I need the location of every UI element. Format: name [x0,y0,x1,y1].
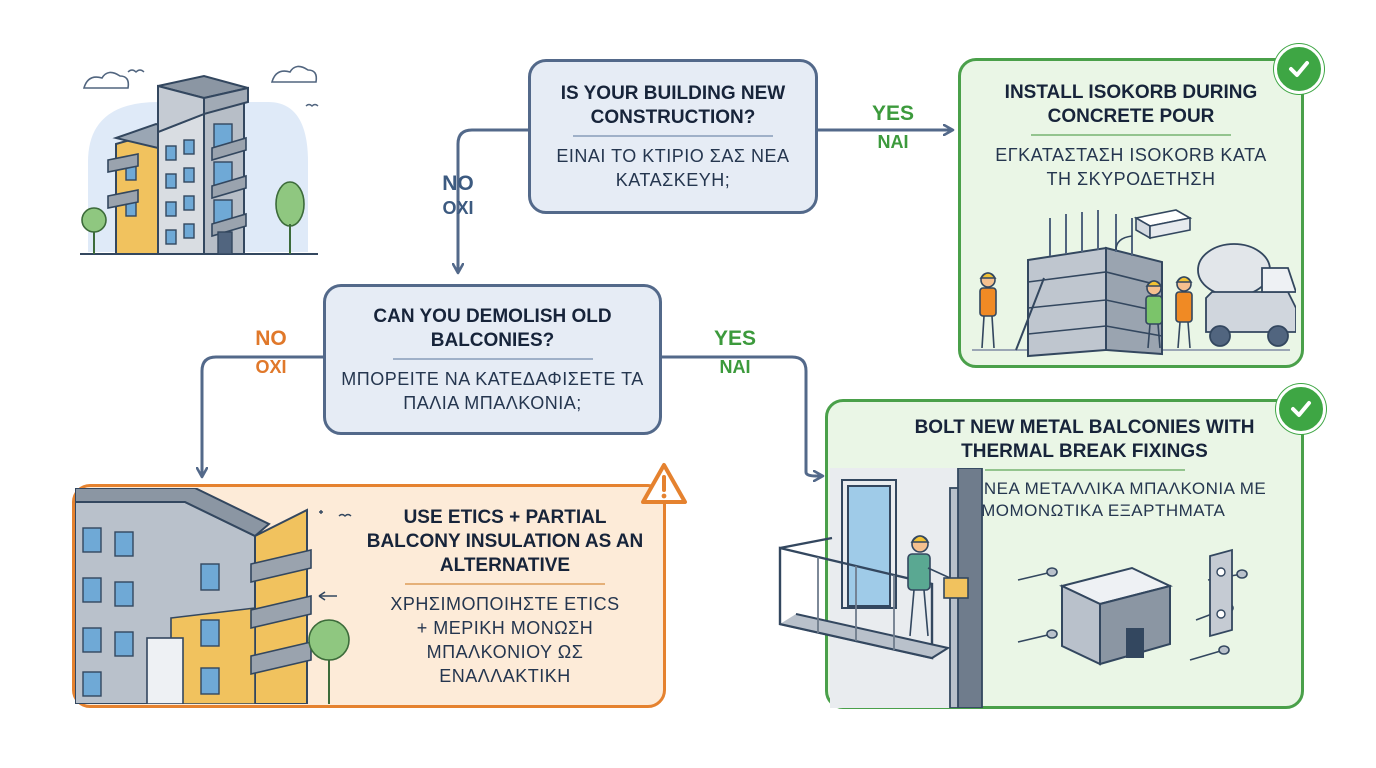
outcome-bolt-en: Bolt new metal balconies with thermal br… [914,417,1255,462]
check-icon [1274,44,1324,94]
outcome-isokorb-gr: ΕΓΚΑΤΑΣΤΑΣΗ ISOKORB ΚΑΤΑ ΤΗ ΣΚΥΡΟΔΕΤΗΣΗ [995,145,1267,189]
question-demolish-gr: ΜΠΟΡΕΙΤΕ ΝΑ ΚΑΤΕΔΑΦΙΣΕΤΕ ΤΑ ΠΑΛΙΑ ΜΠΑΛΚΟ… [341,368,644,413]
q2-yes-label: YES ΝΑΙ [700,327,770,378]
construction-site-illustration [972,209,1296,358]
q1-no-label: NO ΟΧΙ [428,172,488,219]
arrow-q2-no [202,355,323,476]
apartment-building-icon [80,65,319,255]
question-new-construction-gr: ΕΙΝΑΙ ΤΟ ΚΤΙΡΙΟ ΣΑΣ ΝΕΑ ΚΑΤΑΣΚΕΥΗ; [556,145,790,190]
outcome-isokorb-en: Install Isokorb during concrete pour [1004,82,1258,127]
warning-icon [641,463,687,504]
question-new-construction-en: Is your building new construction? [560,82,786,128]
q2-yes-gr: ΝΑΙ [719,357,751,377]
check-icon [1276,384,1326,434]
outcome-etics-gr: ΧΡΗΣΙΜΟΠΟΙΗΣΤΕ ETICS + ΜΕΡΙΚΗ ΜΟΝΩΣΗ ΜΠΑ… [390,594,620,686]
metal-balcony-installation-illustration [778,468,1248,708]
outcome-etics-en: Use ETICS + partial balcony insulation a… [366,507,644,576]
divider [573,134,773,137]
q1-yes-label: YES ΝΑΙ [858,102,928,153]
arrow-q2-yes [662,355,822,476]
q1-no-gr: ΟΧΙ [442,198,474,218]
outcome-bolt-gr: ΒΙΔΩΣΤΕ ΝΕΑ ΜΕΤΑΛΛΙΚΑ ΜΠΑΛΚΟΝΙΑ ΜΕ ΘΕΡΜΟ… [902,479,1267,520]
outcome-etics-text: Use ETICS + partial balcony insulation a… [355,506,655,688]
etics-building-illustration [75,488,352,704]
q1-no-en: NO [442,172,474,195]
divider [392,357,593,360]
q2-no-en: NO [255,327,287,350]
question-demolish-en: Can you demolish old balconies? [373,305,612,351]
question-demolish: Can you demolish old balconies? ΜΠΟΡΕΙΤΕ… [323,284,662,435]
q2-no-gr: ΟΧΙ [255,357,287,377]
q1-yes-gr: ΝΑΙ [877,132,909,152]
question-new-construction: Is your building new construction? ΕΙΝΑΙ… [528,59,818,214]
q2-yes-en: YES [713,327,757,350]
q2-no-label: NO ΟΧΙ [236,327,306,378]
divider [1031,134,1231,136]
q1-yes-en: YES [871,102,915,125]
arrow-q1-no [458,128,528,272]
divider [405,583,605,585]
divider [984,469,1185,471]
